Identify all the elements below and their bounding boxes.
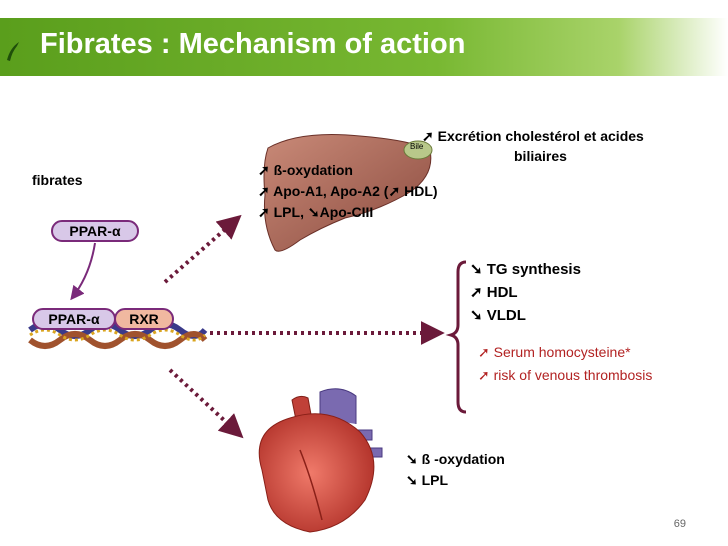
heart-effect-lpl: ➘ LPL	[406, 472, 449, 488]
page-number: 69	[673, 518, 686, 530]
heart-effect-beta-oxidation: ➘ ß -oxydation	[406, 451, 505, 467]
blood-effect-hdl: ➚ HDL	[470, 284, 518, 301]
title-accent-icon	[7, 42, 19, 61]
up-arrow-icon: ➚	[258, 183, 274, 199]
ppar-alpha-pill-top: PPAR-α	[51, 220, 139, 242]
dna-strand	[28, 321, 208, 349]
up-arrow-icon: ➚	[422, 128, 438, 144]
activation-arrow	[70, 242, 96, 301]
up-arrow-icon: ➚	[470, 284, 487, 301]
arrow-to-liver	[163, 214, 242, 284]
excretion-line-1: ➚ Excrétion cholestérol et acides	[422, 128, 644, 144]
up-arrow-icon: ➚	[258, 162, 274, 178]
title-bar	[0, 18, 728, 76]
liver-illustration	[263, 134, 433, 252]
arrow-to-heart	[168, 368, 244, 439]
up-arrow-icon: ➚	[478, 367, 494, 383]
down-arrow-icon: ➘	[470, 261, 487, 278]
rxr-pill: RXR	[114, 308, 174, 330]
liver-effect-lpl: ➚ LPL, ➘Apo-CIII	[258, 204, 374, 220]
heart-illustration	[258, 388, 383, 533]
blood-effect-vldl: ➘ VLDL	[470, 307, 526, 324]
slide-title: Fibrates : Mechanism of action	[40, 28, 466, 60]
down-arrow-icon: ➘	[406, 451, 422, 467]
side-effect-homocysteine: ➚ Serum homocysteine*	[478, 344, 631, 360]
effects-brace	[445, 260, 467, 414]
up-arrow-icon: ➚	[258, 204, 274, 220]
up-arrow-icon: ➚	[388, 183, 401, 199]
blood-effect-tg: ➘ TG synthesis	[470, 261, 581, 278]
down-arrow-icon: ➘	[406, 472, 422, 488]
down-arrow-icon: ➘	[470, 307, 487, 324]
ppar-alpha-pill-bottom: PPAR-α	[32, 308, 116, 330]
up-arrow-icon: ➚	[478, 344, 494, 360]
excretion-line-2: biliaires	[514, 148, 567, 164]
bile-label: Bile	[410, 142, 424, 151]
down-arrow-icon: ➘	[307, 204, 320, 220]
liver-effect-beta-oxidation: ➚ ß-oxydation	[258, 162, 353, 178]
fibrates-label: fibrates	[32, 172, 83, 188]
liver-effect-apo: ➚ Apo-A1, Apo-A2 (➚ HDL)	[258, 183, 438, 199]
side-effect-thrombosis: ➚ risk of venous thrombosis	[478, 367, 653, 383]
